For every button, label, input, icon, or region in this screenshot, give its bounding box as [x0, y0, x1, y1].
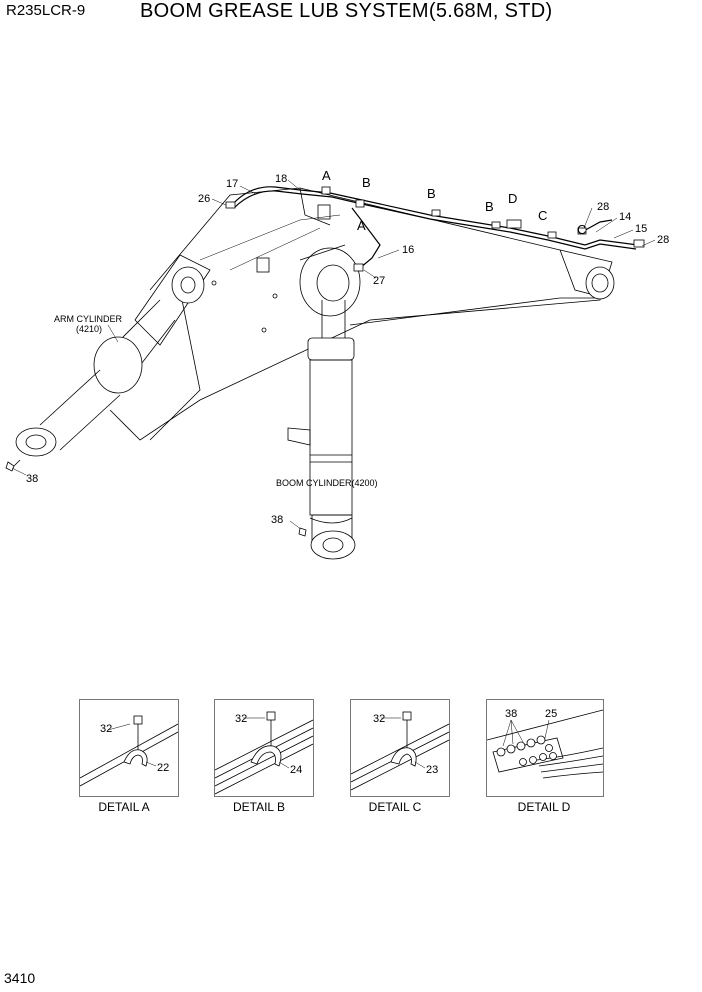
- detail-c-caption: DETAIL C: [368, 800, 422, 814]
- leader-lines: [11, 179, 656, 531]
- callout-detail-b: B: [427, 186, 436, 201]
- callout-detail-a: A: [357, 218, 366, 233]
- callout-14: 14: [619, 211, 631, 223]
- detail-a-part-side: 22: [157, 762, 169, 774]
- callout-detail-c: C: [577, 222, 586, 237]
- callout-detail-d: D: [508, 191, 517, 206]
- part-callouts: 17 18 A B B B D C C 28 14 15 28 26 A 16 …: [26, 168, 669, 526]
- callout-38: 38: [26, 473, 38, 485]
- detail-c-box: 32 23: [350, 699, 450, 797]
- callout-38: 38: [271, 514, 283, 526]
- callout-detail-b: B: [362, 175, 371, 190]
- detail-c-drawing: 32 23: [350, 711, 450, 791]
- grease-hoses: [231, 186, 639, 269]
- callout-detail-b: B: [485, 199, 494, 214]
- detail-a-caption: DETAIL A: [98, 800, 150, 814]
- detail-d-drawing: 38 25: [486, 708, 604, 779]
- detail-a-box: 32 22: [79, 699, 179, 797]
- detail-d-part-top: 38: [505, 708, 517, 720]
- boom-body: [109, 187, 615, 441]
- detail-b-part-side: 24: [290, 764, 302, 776]
- detail-b-box: 32 24: [214, 699, 314, 797]
- callout-detail-c: C: [538, 208, 547, 223]
- boom-foot-boss: [299, 244, 361, 317]
- detail-b-part-top: 32: [235, 713, 247, 725]
- arm-cylinder: [5, 254, 211, 472]
- callout-16: 16: [402, 244, 414, 256]
- detail-d-part-side: 25: [545, 708, 557, 720]
- hose-fittings: [225, 186, 645, 272]
- detail-d-box: 38 25: [486, 699, 604, 797]
- detail-d-caption: DETAIL D: [517, 800, 571, 814]
- detail-c-part-side: 23: [426, 764, 438, 776]
- component-labels: ARM CYLINDER (4210) BOOM CYLINDER(4200): [54, 314, 378, 488]
- callout-17: 17: [226, 178, 238, 190]
- callout-28: 28: [657, 234, 669, 246]
- grease-nipple-38-boom: [298, 527, 307, 537]
- arm-cylinder-label: ARM CYLINDER: [54, 314, 123, 324]
- detail-b-caption: DETAIL B: [232, 800, 285, 814]
- callout-detail-a: A: [322, 168, 331, 183]
- boom-cylinder-label: BOOM CYLINDER(4200): [276, 478, 378, 488]
- detail-a-drawing: 32 22: [79, 715, 179, 787]
- callout-15: 15: [635, 223, 647, 235]
- page-title: BOOM GREASE LUB SYSTEM(5.68M, STD): [140, 0, 553, 22]
- model-code: R235LCR-9: [6, 2, 86, 19]
- callout-27: 27: [373, 275, 385, 287]
- callout-28: 28: [597, 201, 609, 213]
- callout-18: 18: [275, 173, 287, 185]
- boom-cylinder: [287, 300, 356, 560]
- callout-26: 26: [198, 193, 210, 205]
- detail-b-drawing: 32 24: [214, 711, 314, 795]
- page-number: 3410: [4, 970, 36, 986]
- detail-a-part-top: 32: [100, 723, 112, 735]
- detail-c-part-top: 32: [373, 713, 385, 725]
- arm-cylinder-code: (4210): [76, 324, 102, 334]
